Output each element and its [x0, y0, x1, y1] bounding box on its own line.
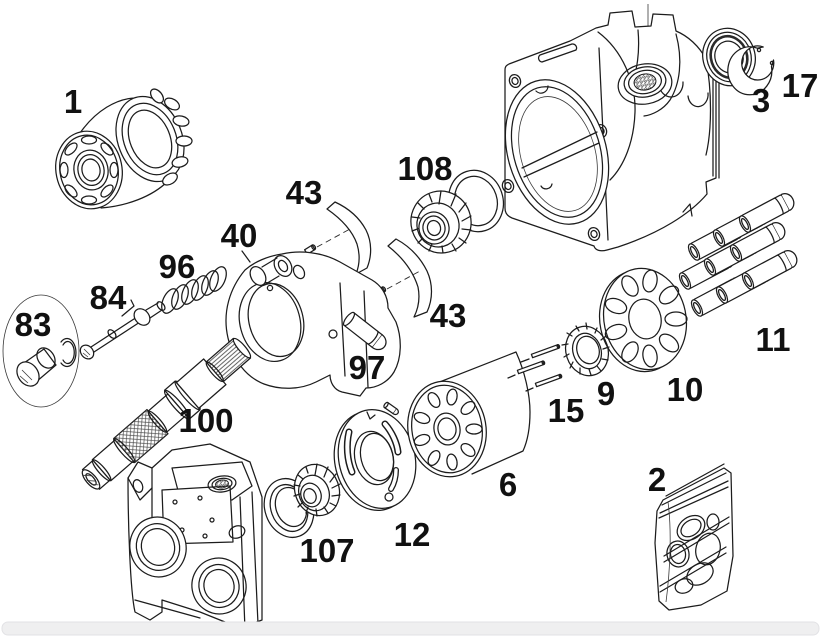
part-label-43a: 43	[286, 174, 323, 211]
part-label-2: 2	[648, 461, 666, 498]
part-97-pin	[342, 311, 387, 351]
part-label-96: 96	[159, 248, 196, 285]
retainer-holes	[604, 269, 688, 368]
part-label-107: 107	[299, 532, 354, 569]
end-cap-housing	[127, 443, 263, 631]
roller-band	[293, 463, 341, 517]
part-17-retaining-ring	[727, 45, 775, 96]
part-108-bearing	[410, 169, 505, 254]
part-label-17: 17	[782, 67, 819, 104]
block-bores	[413, 388, 483, 471]
part-96-spring	[161, 266, 227, 314]
part-10-retainer-plate	[598, 267, 688, 373]
housing-top-port	[617, 63, 673, 105]
part-1-rotating-group	[55, 88, 193, 210]
part-15-pins	[507, 344, 563, 392]
part-label-11: 11	[756, 321, 791, 358]
part-labels: 1 108 43 40 96 84 83 43 97 100 15 9 10 1…	[15, 67, 819, 569]
part-84-control-rod	[79, 299, 166, 360]
bottom-edge-bar	[1, 621, 820, 636]
part-label-12: 12	[394, 516, 431, 553]
part-label-108: 108	[397, 150, 452, 187]
part-label-43b: 43	[430, 297, 467, 334]
part-label-10: 10	[667, 371, 704, 408]
part-11-pistons	[678, 193, 798, 317]
part-40-swashplate	[225, 250, 401, 397]
part-6-cylinder-block	[407, 351, 531, 478]
part-100-drive-shaft	[81, 337, 252, 490]
block-bolt-dots	[172, 495, 215, 539]
housing-bore	[504, 79, 610, 225]
swashplate-yoke	[241, 250, 306, 292]
part-label-97: 97	[349, 349, 386, 386]
part-label-1: 1	[64, 83, 82, 120]
end-cap-bores	[129, 516, 247, 615]
part-label-40: 40	[221, 217, 258, 254]
part-label-100: 100	[178, 402, 233, 439]
part-83-plug-kit	[2, 294, 80, 408]
part-label-83: 83	[15, 306, 52, 343]
part-label-84: 84	[90, 279, 127, 316]
pump-housing	[501, 4, 720, 252]
part-label-9: 9	[597, 375, 615, 412]
part-107-bearing	[263, 463, 341, 538]
snap-ring	[60, 337, 77, 368]
part-label-15: 15	[548, 392, 585, 429]
roller-band	[411, 190, 472, 254]
part-2-seal-kit-bag	[654, 463, 734, 611]
part-label-6: 6	[499, 466, 517, 503]
plug	[16, 347, 57, 387]
valve-plate-pin	[383, 401, 399, 416]
part-label-3: 3	[752, 82, 770, 119]
part-9-needle-bearing	[561, 322, 610, 377]
part-12-valve-plate	[333, 401, 417, 512]
